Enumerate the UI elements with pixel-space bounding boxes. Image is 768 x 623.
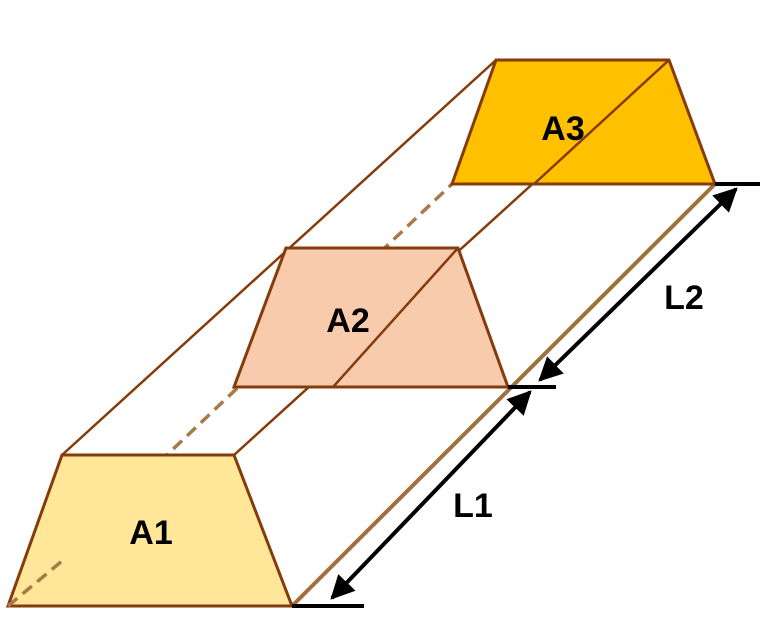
- dimension-arrow-l2: [538, 187, 738, 382]
- edge-bottom-left-through-a1: [6, 559, 64, 608]
- label-l1: L1: [453, 487, 493, 525]
- dimension-arrow-l1: [330, 390, 532, 600]
- label-a2: A2: [326, 302, 369, 340]
- label-l2: L2: [664, 279, 704, 317]
- edge-top-left: [61, 59, 497, 456]
- section-a2: [231, 246, 511, 389]
- edge-top-right-through-a2: [332, 247, 459, 388]
- label-a1: A1: [129, 514, 172, 552]
- label-a3: A3: [541, 110, 584, 148]
- edge-top-right-through-a3: [533, 59, 670, 185]
